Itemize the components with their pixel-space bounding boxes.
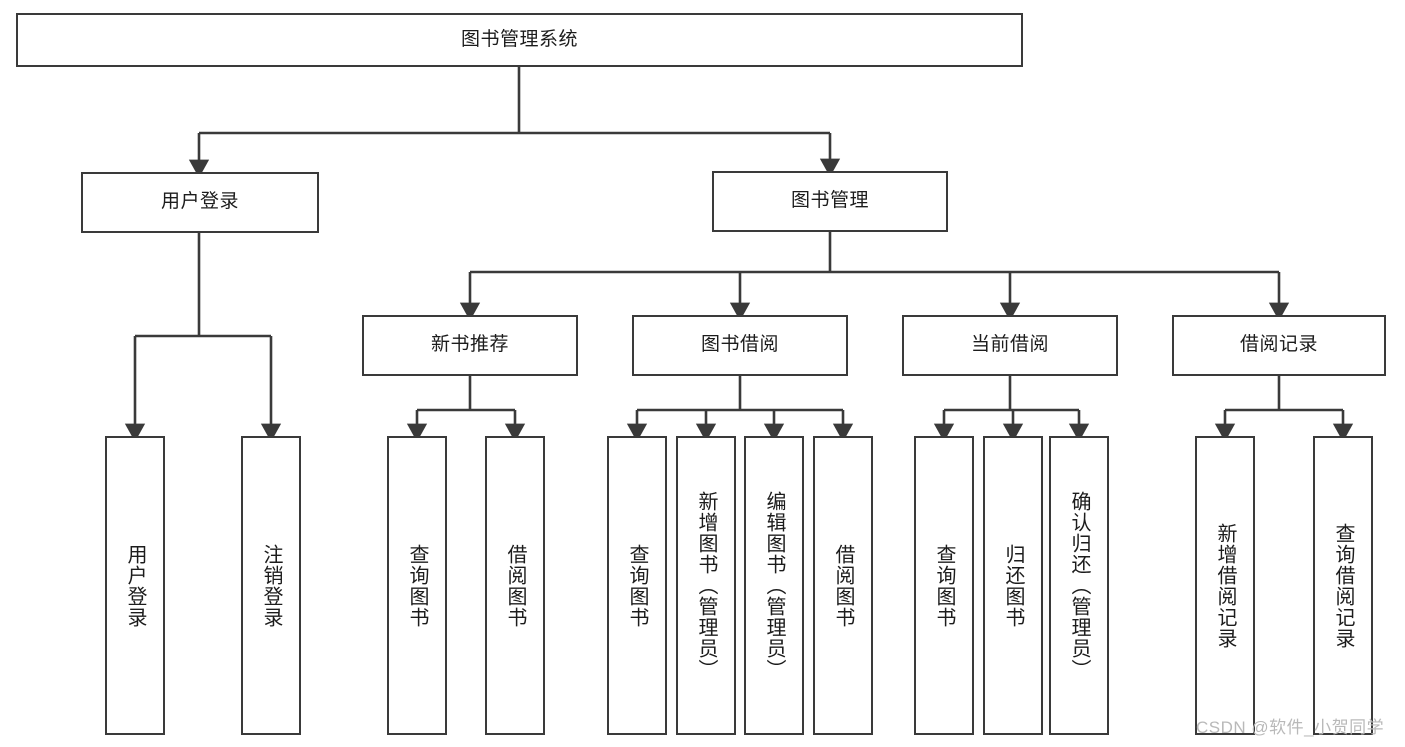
leaf-label: 查询图书 [933,543,955,628]
leaf-user-login-2[interactable]: 注销登录 [241,436,301,735]
node-borrow-record[interactable]: 借阅记录 [1172,315,1386,376]
leaf-current-borrow-3[interactable]: 确认归还（管理员） [1049,436,1109,735]
leaf-borrow-record-1[interactable]: 新增借阅记录 [1195,436,1255,735]
leaf-label: 借阅图书 [832,543,854,628]
node-book-manage[interactable]: 图书管理 [712,171,948,232]
node-book-borrow-label: 图书借阅 [700,334,779,356]
node-root[interactable]: 图书管理系统 [16,13,1023,67]
leaf-book-borrow-1[interactable]: 查询图书 [607,436,667,735]
leaf-current-borrow-1[interactable]: 查询图书 [914,436,974,735]
node-root-label: 图书管理系统 [460,28,578,50]
leaf-book-borrow-3[interactable]: 编辑图书（管理员） [744,436,804,735]
node-book-borrow[interactable]: 图书借阅 [632,315,848,376]
node-current-borrow[interactable]: 当前借阅 [902,315,1118,376]
leaf-label: 新增借阅记录 [1214,522,1236,649]
leaf-current-borrow-2[interactable]: 归还图书 [983,436,1043,735]
leaf-label: 新增图书（管理员） [695,491,717,680]
node-new-book-rec[interactable]: 新书推荐 [362,315,578,376]
node-borrow-record-label: 借阅记录 [1239,334,1318,356]
leaf-label: 查询图书 [406,543,428,628]
leaf-label: 注销登录 [260,543,282,628]
leaf-label: 查询图书 [626,543,648,628]
leaf-book-borrow-2[interactable]: 新增图书（管理员） [676,436,736,735]
leaf-borrow-record-2[interactable]: 查询借阅记录 [1313,436,1373,735]
leaf-label: 查询借阅记录 [1332,522,1354,649]
leaf-label: 确认归还（管理员） [1068,491,1090,680]
node-user-login[interactable]: 用户登录 [81,172,319,233]
node-current-borrow-label: 当前借阅 [970,334,1049,356]
leaf-user-login-1[interactable]: 用户登录 [105,436,165,735]
leaf-label: 借阅图书 [504,543,526,628]
leaf-book-borrow-4[interactable]: 借阅图书 [813,436,873,735]
node-book-manage-label: 图书管理 [790,190,869,212]
leaf-label: 用户登录 [124,543,146,628]
leaf-label: 归还图书 [1002,543,1024,628]
watermark: CSDN @软件_小贺同学 [1196,718,1385,737]
node-new-book-rec-label: 新书推荐 [430,334,509,356]
leaf-new-book-rec-1[interactable]: 查询图书 [387,436,447,735]
node-user-login-label: 用户登录 [160,191,239,213]
leaf-label: 编辑图书（管理员） [763,491,785,680]
leaf-new-book-rec-2[interactable]: 借阅图书 [485,436,545,735]
